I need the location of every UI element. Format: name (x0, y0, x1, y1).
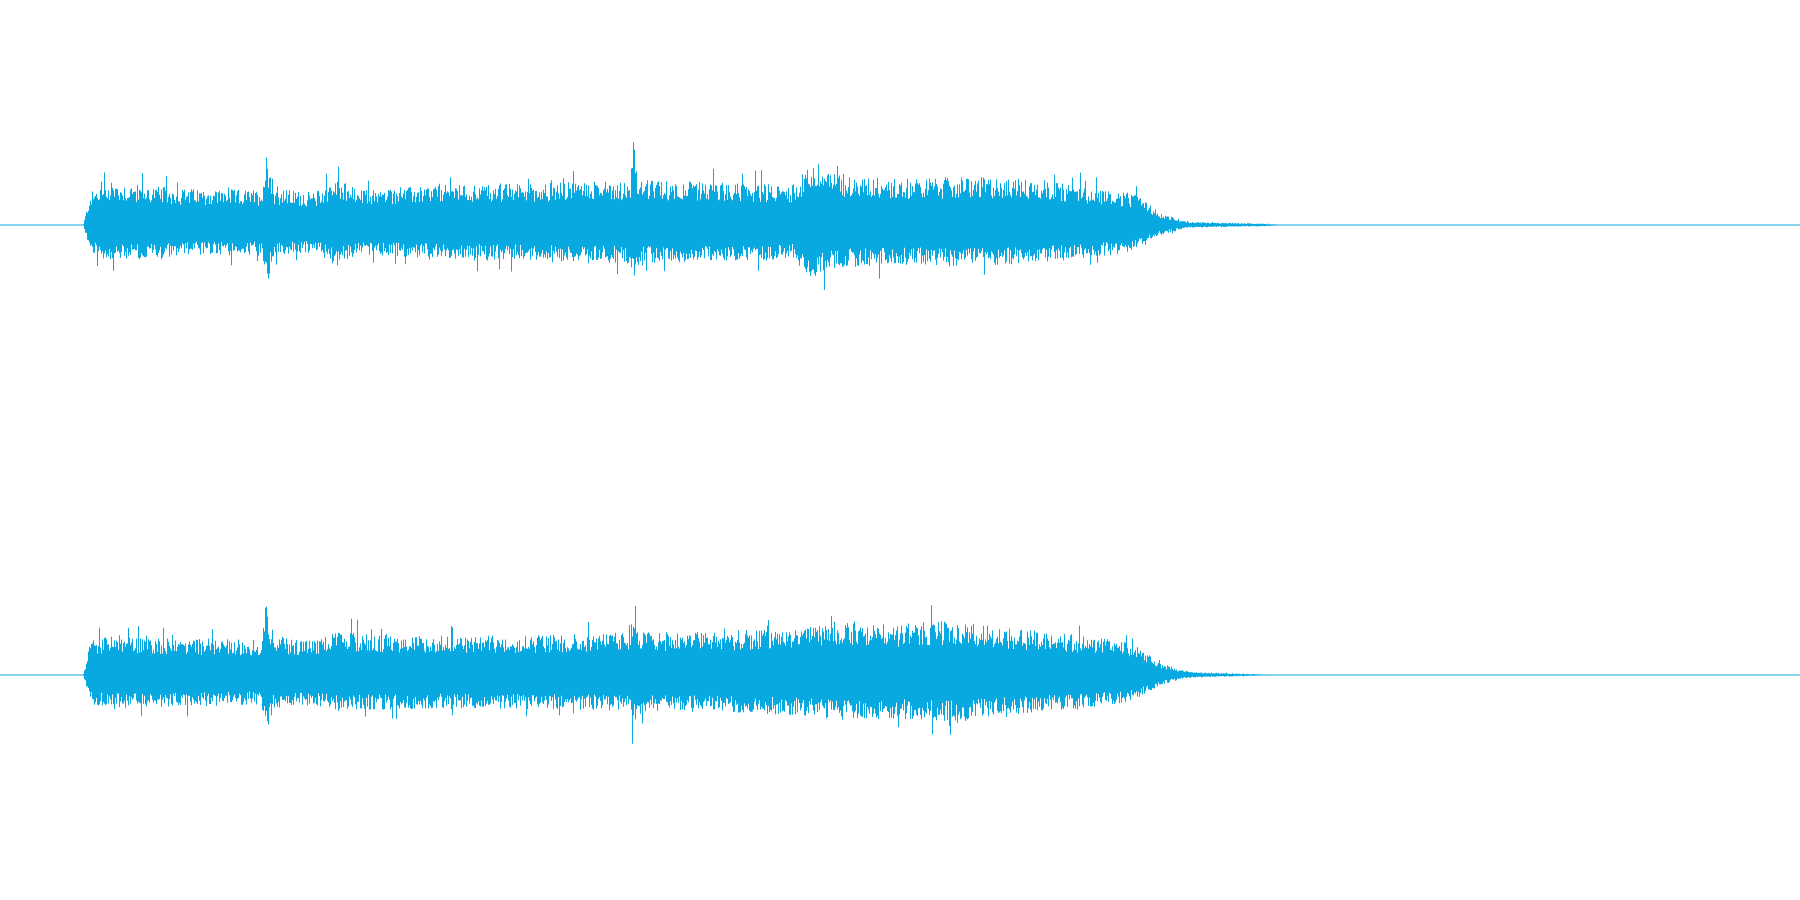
channel-right (0, 605, 1800, 744)
channel-left-waveform (83, 142, 1287, 290)
channel-left (0, 142, 1800, 290)
channel-right-waveform (83, 605, 1277, 744)
